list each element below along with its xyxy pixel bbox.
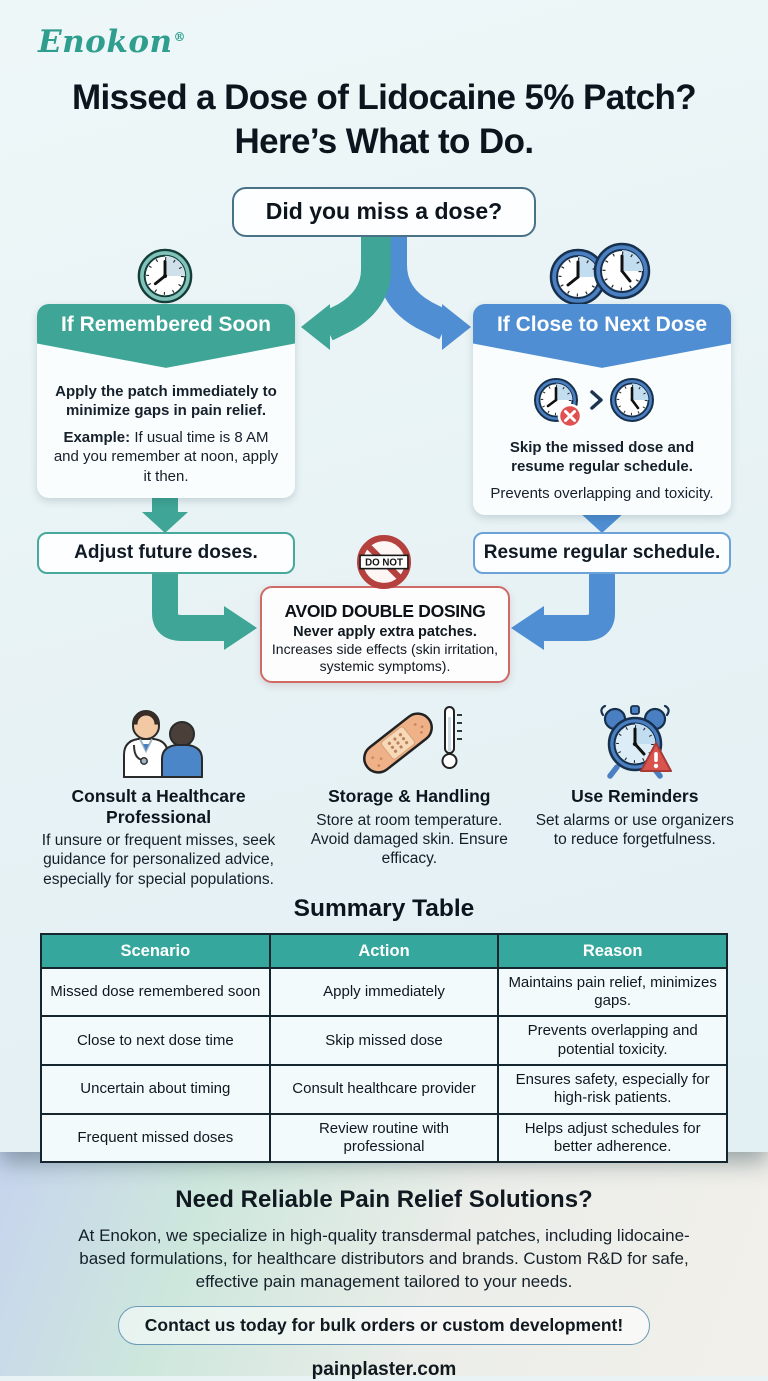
resume-schedule-label: Resume regular schedule. bbox=[483, 541, 721, 563]
branch-remembered-soon-header: If Remembered Soon bbox=[37, 303, 295, 368]
cell-action: Skip missed dose bbox=[268, 1015, 500, 1067]
bandage-thermometer-icon bbox=[363, 705, 463, 774]
website-url: painplaster.com bbox=[311, 1359, 457, 1381]
flow-question-box: Did you miss a dose? bbox=[232, 186, 536, 237]
double-clock-icon bbox=[549, 242, 651, 306]
flowchart: Did you miss a dose? If Remembered Soon … bbox=[0, 165, 768, 695]
doctor-patient-icon bbox=[122, 709, 203, 778]
tip-storage: Storage & Handling Store at room tempera… bbox=[291, 701, 527, 891]
col-scenario: Scenario bbox=[40, 932, 271, 969]
cell-action: Consult healthcare provider bbox=[268, 1064, 500, 1115]
left-example: Example: If usual time is 8 AM and you r… bbox=[51, 428, 281, 486]
summary-table: Scenario Action Reason Missed dose remem… bbox=[40, 932, 728, 1164]
adjust-doses-box: Adjust future doses. bbox=[37, 531, 295, 574]
avoid-detail: Increases side effects (skin irritation,… bbox=[271, 640, 499, 674]
right-note: Prevents overlapping and toxicity. bbox=[490, 485, 714, 503]
adjust-doses-label: Adjust future doses. bbox=[74, 541, 258, 563]
avoid-warning: Never apply extra patches. bbox=[293, 623, 477, 640]
cell-scenario: Uncertain about timing bbox=[40, 1064, 271, 1115]
branch-close-to-next-dose-title: If Close to Next Dose bbox=[496, 312, 708, 336]
branch-remembered-soon: If Remembered Soon Apply the patch immed… bbox=[37, 303, 295, 498]
right-instruction: Skip the missed dose and resume regular … bbox=[509, 438, 695, 476]
cell-reason: Maintains pain relief, minimizes gaps. bbox=[497, 966, 728, 1018]
table-row: Frequent missed doses Review routine wit… bbox=[40, 1112, 728, 1164]
footer-band: Need Reliable Pain Relief Solutions? At … bbox=[0, 1152, 768, 1380]
branch-close-to-next-dose-body: Skip the missed dose and resume regular … bbox=[473, 368, 731, 516]
cell-scenario: Close to next dose time bbox=[40, 1015, 271, 1067]
tip-storage-text: Store at room temperature. Avoid damaged… bbox=[310, 811, 508, 867]
table-row: Close to next dose time Skip missed dose… bbox=[40, 1015, 728, 1067]
do-not-icon: DO NOT bbox=[356, 534, 412, 589]
flow-question-label: Did you miss a dose? bbox=[265, 198, 503, 225]
summary-table-title: Summary Table bbox=[293, 894, 475, 922]
clock-icon bbox=[137, 248, 193, 304]
footer-heading: Need Reliable Pain Relief Solutions? bbox=[175, 1186, 593, 1213]
skip-dose-clocks-icon bbox=[534, 377, 654, 429]
col-action: Action bbox=[268, 932, 500, 969]
cell-reason: Prevents overlapping and potential toxic… bbox=[497, 1015, 728, 1067]
cell-scenario: Missed dose remembered soon bbox=[40, 966, 271, 1018]
table-row: Uncertain about timing Consult healthcar… bbox=[40, 1064, 728, 1115]
registered-mark: ® bbox=[173, 29, 187, 44]
left-instruction: Apply the patch immediately to minimize … bbox=[55, 382, 277, 420]
footer-text: At Enokon, we specialize in high-quality… bbox=[78, 1226, 690, 1292]
tips-row: Consult a Healthcare Professional If uns… bbox=[0, 695, 768, 891]
avoid-title: AVOID DOUBLE DOSING bbox=[284, 600, 486, 621]
brand-logo: Enokon® bbox=[0, 0, 768, 60]
cell-reason: Ensures safety, especially for high-risk… bbox=[497, 1064, 728, 1115]
avoid-double-dosing-box: AVOID DOUBLE DOSING Never apply extra pa… bbox=[260, 585, 510, 683]
tip-consult: Consult a Healthcare Professional If uns… bbox=[26, 701, 291, 891]
page-title: Missed a Dose of Lidocaine 5% Patch? Her… bbox=[71, 78, 697, 162]
cell-action: Apply immediately bbox=[268, 966, 500, 1018]
branch-close-to-next-dose: If Close to Next Dose bbox=[473, 303, 731, 516]
branch-remembered-soon-title: If Remembered Soon bbox=[60, 312, 272, 336]
branch-remembered-soon-body: Apply the patch immediately to minimize … bbox=[37, 368, 295, 498]
tip-storage-title: Storage & Handling bbox=[328, 785, 491, 806]
example-label: Example: bbox=[63, 429, 131, 447]
table-header-row: Scenario Action Reason bbox=[40, 932, 728, 969]
tip-reminders: Use Reminders Set alarms or use organize… bbox=[528, 701, 742, 891]
tip-consult-text: If unsure or frequent misses, seek guida… bbox=[41, 832, 276, 888]
summary-table-section: Summary Table Scenario Action Reason Mis… bbox=[0, 894, 768, 1164]
branch-close-to-next-dose-header: If Close to Next Dose bbox=[473, 303, 731, 368]
cell-scenario: Frequent missed doses bbox=[40, 1112, 271, 1164]
alarm-clock-icon bbox=[600, 704, 672, 779]
brand-name: Enokon bbox=[38, 24, 173, 60]
tip-reminders-title: Use Reminders bbox=[571, 785, 699, 806]
tip-reminders-text: Set alarms or use organizers to reduce f… bbox=[535, 811, 734, 848]
do-not-label: DO NOT bbox=[365, 557, 403, 568]
cell-reason: Helps adjust schedules for better adhere… bbox=[497, 1112, 728, 1164]
example-text: If usual time is 8 AM and you remember a… bbox=[53, 429, 279, 485]
cell-action: Review routine with professional bbox=[268, 1112, 500, 1164]
contact-cta-button[interactable]: Contact us today for bulk orders or cust… bbox=[117, 1306, 651, 1346]
infographic-card: Enokon® Missed a Dose of Lidocaine 5% Pa… bbox=[0, 0, 768, 1164]
table-row: Missed dose remembered soon Apply immedi… bbox=[40, 966, 728, 1018]
col-reason: Reason bbox=[497, 932, 728, 969]
resume-schedule-box: Resume regular schedule. bbox=[473, 531, 731, 574]
tip-consult-title: Consult a Healthcare Professional bbox=[71, 785, 246, 827]
